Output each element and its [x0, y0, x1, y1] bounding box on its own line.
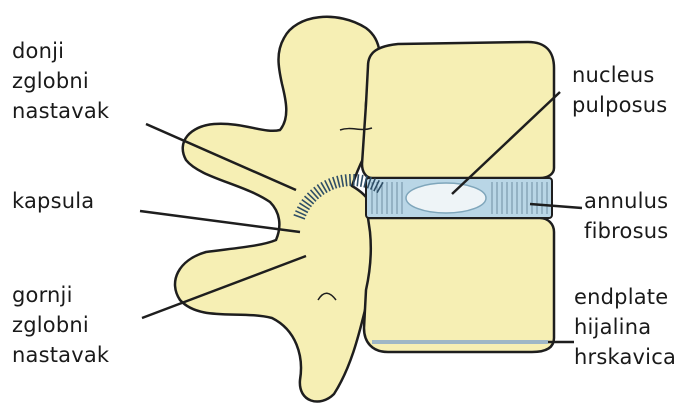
label-superior-articular-process: gornji zglobni nastavak	[12, 280, 109, 370]
lower-vertebral-body	[364, 218, 554, 352]
label-inferior-articular-process: donji zglobni nastavak	[12, 36, 109, 126]
process-detail-line	[340, 128, 372, 130]
label-capsule: kapsula	[12, 186, 94, 216]
label-annulus-fibrosus: annulus fibrosus	[584, 186, 668, 246]
upper-vertebral-body	[362, 42, 554, 178]
leader-capsule	[140, 211, 300, 232]
label-nucleus-pulposus: nucleus pulposus	[572, 60, 667, 120]
posterior-arch	[175, 17, 395, 402]
nucleus-pulposus	[406, 183, 486, 213]
label-endplate: endplate hijalina hrskavica	[574, 282, 676, 372]
